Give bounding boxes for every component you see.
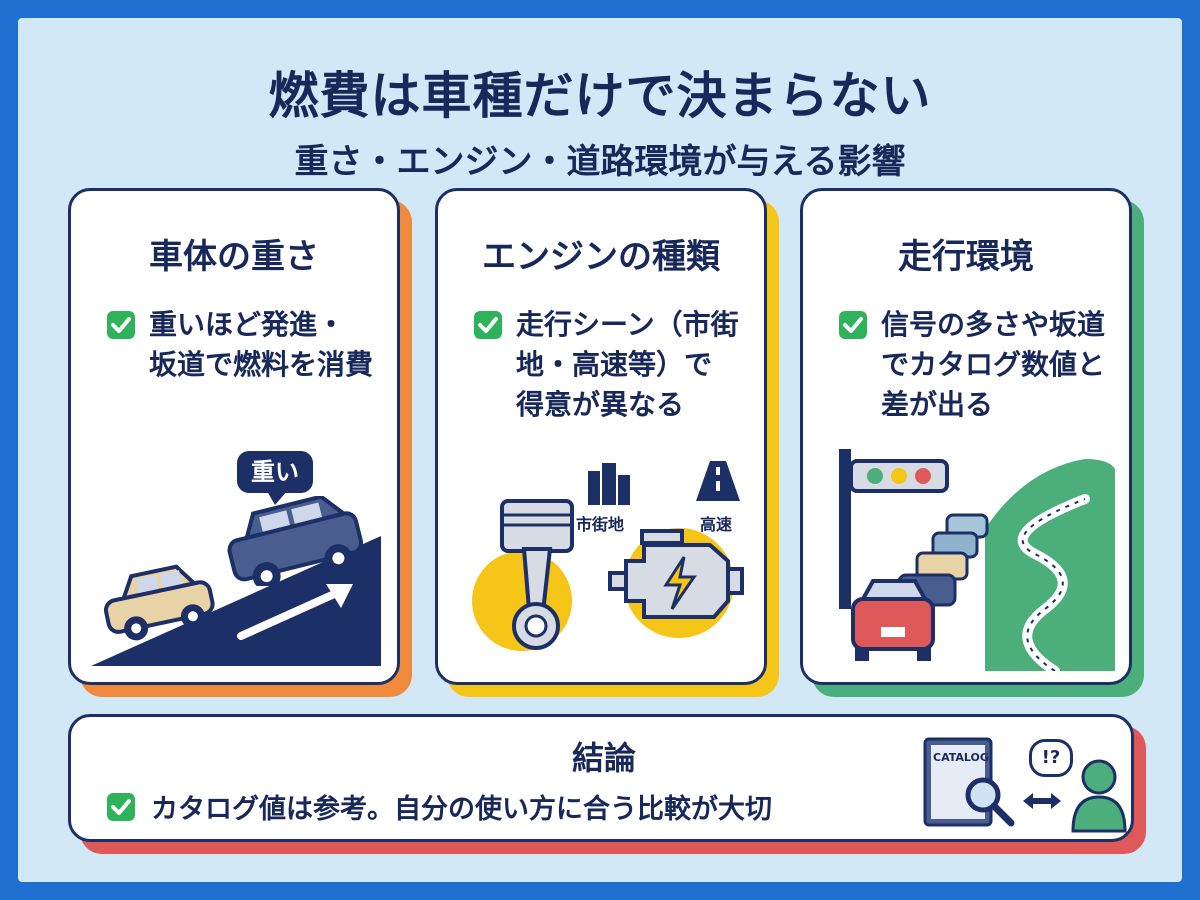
catalog-label: CATALOG bbox=[933, 751, 989, 764]
building-icon bbox=[588, 463, 630, 505]
conclusion-text: カタログ値は参考。自分の使い方に合う比較が大切 bbox=[151, 794, 772, 825]
person-icon bbox=[1071, 759, 1127, 833]
conclusion-title: 結論 bbox=[571, 739, 636, 777]
card-weight: 車体の重さ 重いほど発進・ 坂道で燃料を消費 重い bbox=[68, 188, 400, 685]
compare-arrow-icon bbox=[1023, 793, 1061, 809]
slope-illustration bbox=[91, 536, 381, 666]
card-engine: エンジンの種類 走行シーン（市街 地・高速等）で 得意が異なる 市街地 高速 bbox=[435, 188, 767, 685]
highway-label: 高速 bbox=[700, 515, 733, 534]
traffic-light-icon bbox=[839, 449, 949, 609]
heavy-badge: 重い bbox=[237, 451, 313, 493]
card-weight-title: 車体の重さ bbox=[149, 237, 319, 277]
piston-icon bbox=[472, 499, 574, 651]
car-icon bbox=[103, 564, 215, 641]
mountain-road-icon bbox=[985, 459, 1115, 671]
check-icon bbox=[474, 311, 502, 339]
traffic-jam-icon bbox=[851, 513, 989, 661]
card-engine-title: エンジンの種類 bbox=[482, 237, 720, 277]
city-label: 市街地 bbox=[576, 515, 625, 534]
card-weight-text: 重いほど発進・ 坂道で燃料を消費 bbox=[149, 308, 374, 381]
question-bubble: !? bbox=[1029, 739, 1073, 777]
card-engine-text: 走行シーン（市街 地・高速等）で 得意が異なる bbox=[516, 308, 739, 421]
heavy-badge-tail bbox=[267, 491, 287, 505]
infographic-frame: 燃費は車種だけで決まらない 重さ・エンジン・道路環境が与える影響 車体の重さ 重… bbox=[18, 18, 1182, 882]
page-subtitle: 重さ・エンジン・道路環境が与える影響 bbox=[294, 142, 906, 182]
check-icon bbox=[839, 311, 867, 339]
magnifier-icon bbox=[965, 777, 1015, 827]
engine-icon bbox=[608, 528, 744, 638]
card-road-text: 信号の多さや坂道 でカタログ数値と 差が出る bbox=[881, 308, 1106, 421]
card-road: 走行環境 信号の多さや坂道 でカタログ数値と 差が出る bbox=[800, 188, 1132, 685]
suv-icon bbox=[227, 496, 364, 586]
road-icon bbox=[696, 461, 740, 501]
conclusion-card: 結論 カタログ値は参考。自分の使い方に合う比較が大切 CATALOG !? bbox=[68, 714, 1134, 842]
check-icon bbox=[107, 793, 135, 821]
check-icon bbox=[107, 311, 135, 339]
page-title: 燃費は車種だけで決まらない bbox=[268, 67, 932, 125]
card-road-title: 走行環境 bbox=[898, 237, 1034, 277]
